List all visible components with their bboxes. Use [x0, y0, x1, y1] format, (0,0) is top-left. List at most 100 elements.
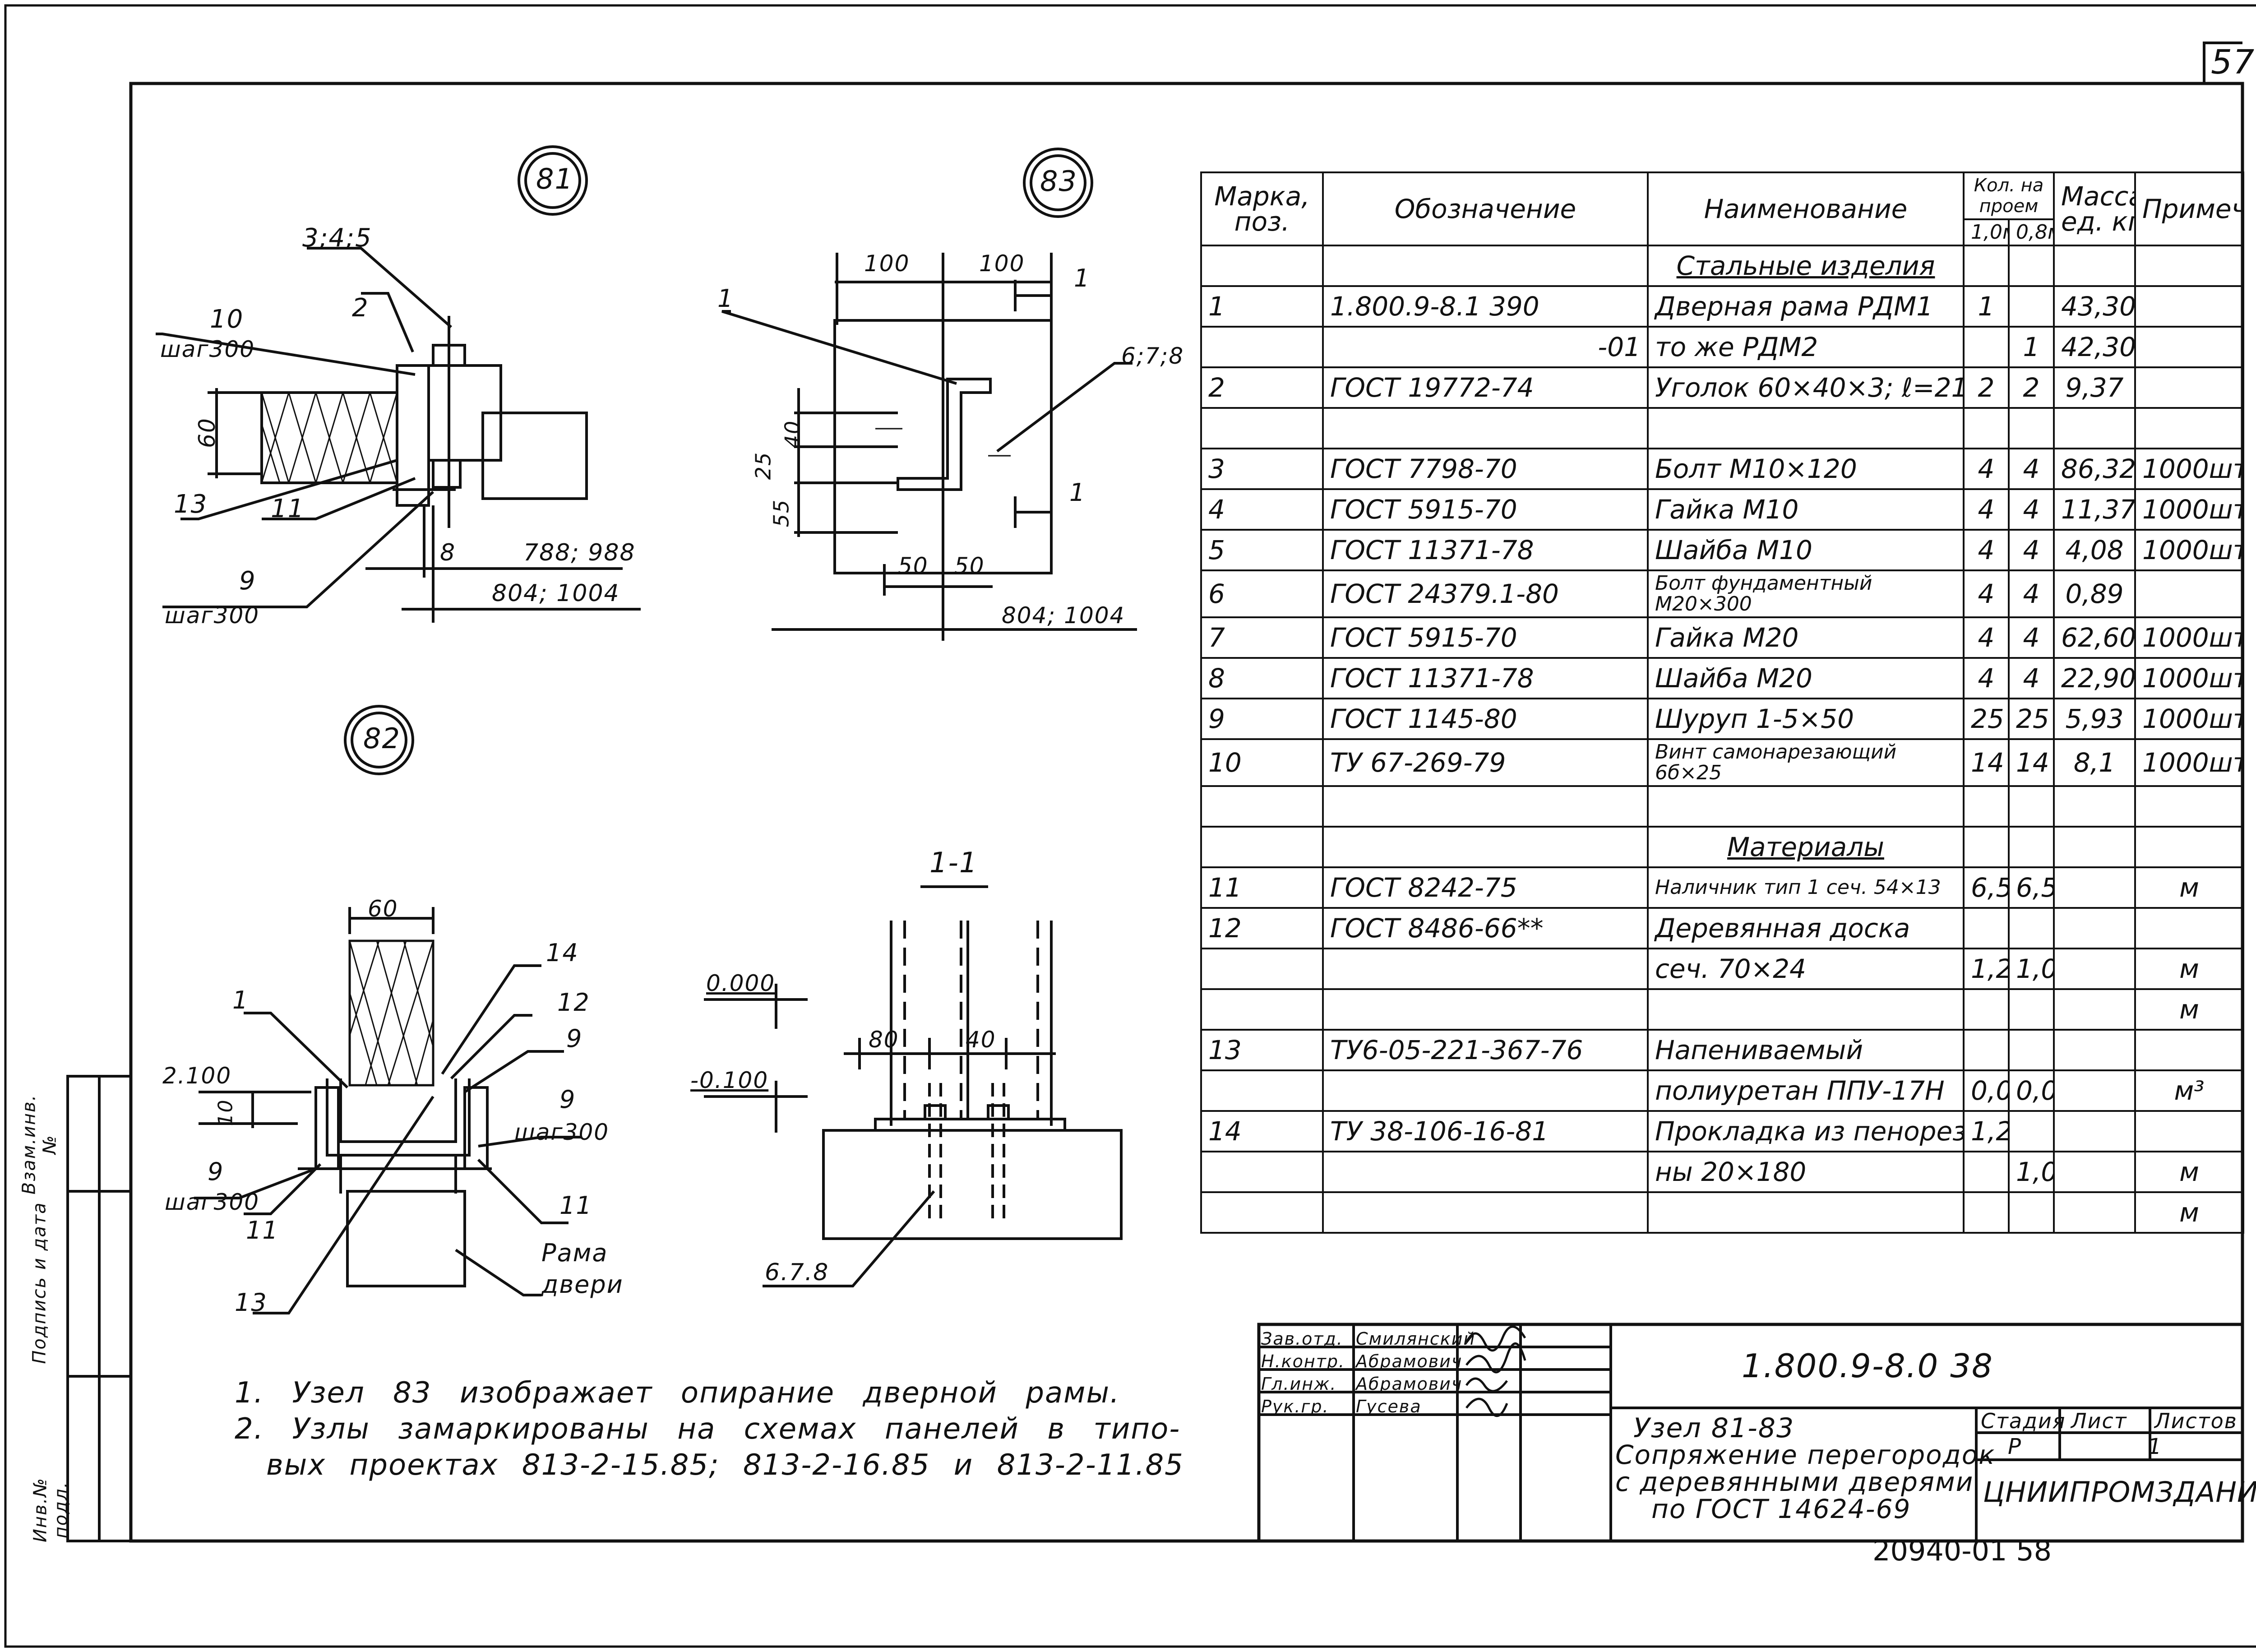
spec-qty-a — [1963, 785, 2010, 828]
spec-designation: ГОСТ 5915-70 — [1322, 488, 1649, 531]
node-81-label-788-988: 788; 988 — [523, 539, 636, 566]
node-83-label-1: 1 — [717, 284, 734, 313]
node-82-label-11-left: 11 — [246, 1216, 279, 1245]
spec-name — [1647, 407, 1965, 449]
spec-qty-a: 4 — [1963, 569, 2010, 618]
node-82-step-left: шаг300 — [165, 1189, 260, 1215]
spec-mark: 6 — [1200, 569, 1324, 618]
spec-qty-a: 14 — [1963, 738, 2010, 787]
stage-value: Р — [2008, 1434, 2022, 1459]
spec-designation: -01 — [1322, 326, 1649, 368]
spec-qty-b: 1,0 — [2007, 1151, 2055, 1193]
spec-qty-a: 6,5 — [1963, 866, 2010, 909]
page-number-box — [2203, 42, 2242, 83]
spec-qty-b — [2007, 988, 2055, 1031]
spec-mass: 42,30 — [2053, 326, 2136, 368]
spec-qty-a — [1963, 1191, 2010, 1234]
header-name: Наименование — [1647, 171, 1965, 246]
spec-qty-a: 25 — [1963, 698, 2010, 740]
spec-mark: 3 — [1200, 448, 1324, 490]
spec-mark — [1200, 407, 1324, 449]
spec-note — [2134, 407, 2245, 449]
spec-qty-b — [2007, 785, 2055, 828]
note-2: 2. Узлы замаркированы на схемах панелей … — [235, 1412, 1181, 1446]
node-81-label-13: 13 — [174, 490, 208, 519]
spec-qty-b: 1 — [2007, 326, 2055, 368]
spec-mark — [1200, 785, 1324, 828]
spec-mass — [2053, 907, 2136, 949]
node-81-label-10: 10 — [210, 305, 244, 334]
spec-section-title: Материалы — [1647, 826, 1965, 868]
node-83-section-mark-bottom: 1 — [1069, 478, 1086, 507]
header-qty-b: 0,8м — [2007, 218, 2055, 246]
tb-name-2: Абрамович — [1356, 1351, 1463, 1371]
spec-note: м — [2134, 948, 2245, 990]
spec-section-title: Стальные изделия — [1647, 245, 1965, 287]
specification-table: Марка,поз. Обозначение Наименование Кол.… — [1200, 171, 2245, 1234]
spec-mark: 8 — [1200, 657, 1324, 699]
spec-name: Дверная рама РДМ1 — [1647, 285, 1965, 328]
node-82-label-9-right-lower: 9 — [559, 1085, 576, 1114]
spec-mass: 62,60 — [2053, 616, 2136, 659]
spec-qty-b: 0,03 — [2007, 1069, 2055, 1112]
spec-qty-a: 0,03 — [1963, 1069, 2010, 1112]
spec-designation: ГОСТ 8486-66** — [1322, 907, 1649, 949]
spec-note: м — [2134, 1191, 2245, 1234]
spec-name — [1647, 785, 1965, 828]
spec-designation — [1322, 785, 1649, 828]
node-82-step-right: шаг300 — [514, 1119, 610, 1145]
spec-name: Напениваемый — [1647, 1029, 1965, 1071]
spec-qty-a: 1,2 — [1963, 1110, 2010, 1152]
spec-note: 1000шт. — [2134, 657, 2245, 699]
spec-qty-a — [1963, 907, 2010, 949]
node-81-label-2: 2 — [352, 293, 369, 323]
spec-designation: ГОСТ 5915-70 — [1322, 616, 1649, 659]
spec-mass: 9,37 — [2053, 366, 2136, 409]
spec-qty-b: 25 — [2007, 698, 2055, 740]
organization: ЦНИИПРОМЗДАНИЙ — [1983, 1476, 2256, 1509]
node-82-label-1: 1 — [232, 986, 249, 1014]
spec-name: Винт самонарезающий 6б×25 — [1647, 738, 1965, 787]
spec-mark — [1200, 1069, 1324, 1112]
spec-mark: 5 — [1200, 529, 1324, 571]
spec-mass — [2053, 1110, 2136, 1152]
spec-mark: 14 — [1200, 1110, 1324, 1152]
spec-qty-b: 14 — [2007, 738, 2055, 787]
tb-role-3: Гл.инж. — [1261, 1374, 1337, 1394]
spec-row — [1200, 785, 2245, 828]
spec-mark — [1200, 326, 1324, 368]
spec-qty-b: 2 — [2007, 366, 2055, 409]
spec-note — [2134, 785, 2245, 828]
spec-qty-a: 4 — [1963, 616, 2010, 659]
spec-note: м — [2134, 866, 2245, 909]
spec-designation: ГОСТ 7798-70 — [1322, 448, 1649, 490]
spec-row: м — [1200, 988, 2245, 1031]
spec-mark: 10 — [1200, 738, 1324, 787]
drawing-title-line-2: Сопряжение перегородок — [1615, 1439, 1996, 1470]
spec-mass — [2053, 407, 2136, 449]
spec-qty-b — [2007, 1029, 2055, 1071]
spec-qty-b: 4 — [2007, 569, 2055, 618]
spec-name: Шайба М10 — [1647, 529, 1965, 571]
spec-mass: 5,93 — [2053, 698, 2136, 740]
spec-note — [2134, 1029, 2245, 1071]
spec-note: м³ — [2134, 1069, 2245, 1112]
node-82-label-9-left: 9 — [208, 1157, 224, 1186]
spec-qty-a — [1963, 326, 2010, 368]
node-83-dim-100-right: 100 — [979, 250, 1025, 277]
node-83-label-6-7-8: 6;7;8 — [1121, 343, 1184, 369]
spec-designation: ГОСТ 8242-75 — [1322, 866, 1649, 909]
spec-mark — [1200, 988, 1324, 1031]
spec-mass — [2053, 866, 2136, 909]
header-designation: Обозначение — [1322, 171, 1649, 246]
node-83-dim-804-1004: 804; 1004 — [1002, 602, 1125, 629]
